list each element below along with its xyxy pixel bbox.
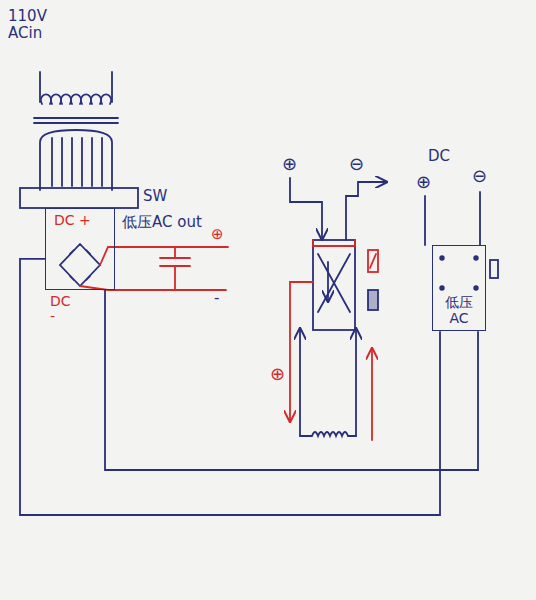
switch-bar (20, 188, 138, 208)
coil-loop (61, 94, 71, 104)
node-text: 低压 AC (435, 294, 483, 326)
red-loop-left (290, 282, 313, 420)
coil-loop (51, 94, 61, 104)
relay-body (313, 240, 355, 330)
capacitor (160, 247, 190, 290)
secondary-windings (52, 138, 102, 186)
relay-contacts (318, 254, 350, 312)
winding-stroke (81, 138, 83, 186)
plus-wire (290, 178, 322, 238)
sketch-label: ⊖ (472, 166, 487, 186)
sketch-label: - (214, 290, 219, 307)
bridge-diamond (60, 244, 100, 286)
coil-loop (81, 94, 91, 104)
coil-loop (41, 94, 51, 104)
sketch-label: ⊕ (416, 172, 431, 192)
coil-lead-left (299, 330, 301, 436)
sketch-label: ⊕ (270, 364, 285, 384)
pin-dot (474, 286, 478, 290)
minus-wire (346, 182, 385, 240)
primary-coil (41, 94, 111, 104)
sketch-label: DC (428, 148, 450, 165)
sketch-label: ⊕ (282, 154, 297, 174)
rectifier-box: DC + (45, 208, 115, 290)
pin-dot (440, 286, 444, 290)
coil-loop (91, 94, 101, 104)
relay-box: 低压 AC (432, 245, 486, 331)
sketch-label: SW (143, 188, 167, 205)
wire (20, 259, 440, 515)
red-top (313, 240, 355, 246)
coil-lead-right (355, 330, 357, 436)
node-text: DC + (54, 212, 114, 228)
sketch-label: 低压AC out (122, 214, 202, 231)
winding-stroke (61, 138, 63, 186)
sketch-label: ⊕ (211, 226, 224, 243)
dc-leads (425, 192, 480, 245)
ac-out-wire (100, 247, 228, 265)
winding-stroke (51, 138, 53, 186)
winding-stroke (101, 138, 103, 186)
sketch-label: 110V ACin (8, 8, 54, 41)
red-hatch (370, 254, 376, 268)
wire (105, 290, 478, 470)
secondary-coil (40, 130, 112, 190)
sketch-label: DC - (50, 294, 80, 325)
relay-coil (300, 432, 356, 436)
winding-stroke (91, 138, 93, 186)
side-tab (490, 260, 498, 278)
sketch-label: ⊖ (349, 154, 364, 174)
black-indicator (368, 290, 378, 310)
winding-stroke (71, 138, 73, 186)
contact-arrow (327, 262, 329, 300)
red-indicator (368, 250, 378, 272)
transformer-core (34, 118, 118, 123)
coil-loop (101, 94, 111, 104)
pin-dot (474, 256, 478, 260)
pin-dot (440, 256, 444, 260)
coil-loop (71, 94, 81, 104)
red-loop-right (371, 350, 373, 440)
